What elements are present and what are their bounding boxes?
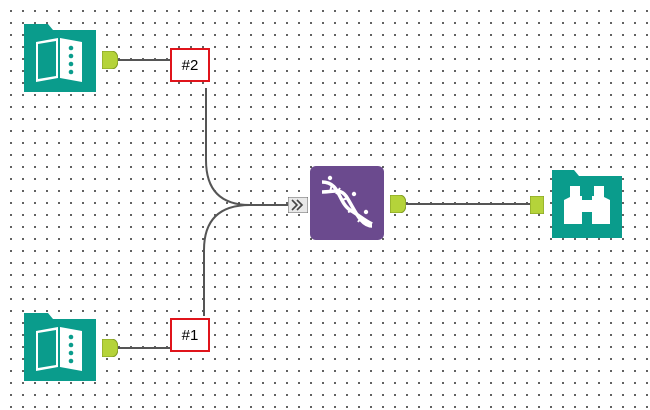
input-anchor-union[interactable] <box>288 197 308 213</box>
output-anchor-input-1[interactable] <box>102 51 118 69</box>
dna-icon <box>310 166 384 240</box>
binoculars-icon <box>552 170 622 238</box>
output-anchor-union[interactable] <box>390 195 406 213</box>
connection-label-1[interactable]: #1 <box>170 318 210 352</box>
connection-label-2[interactable]: #2 <box>170 48 210 82</box>
output-anchor-input-2[interactable] <box>102 339 118 357</box>
browse-tool[interactable] <box>552 170 622 238</box>
book-icon <box>24 24 96 92</box>
wire-label2-to-union[interactable] <box>205 88 290 206</box>
wire-label1-to-union[interactable] <box>203 204 251 316</box>
book-icon <box>24 313 96 381</box>
input-anchor-browse[interactable] <box>530 196 544 214</box>
input-data-tool-1[interactable] <box>24 24 96 92</box>
union-tool[interactable] <box>310 166 384 240</box>
input-data-tool-2[interactable] <box>24 313 96 381</box>
